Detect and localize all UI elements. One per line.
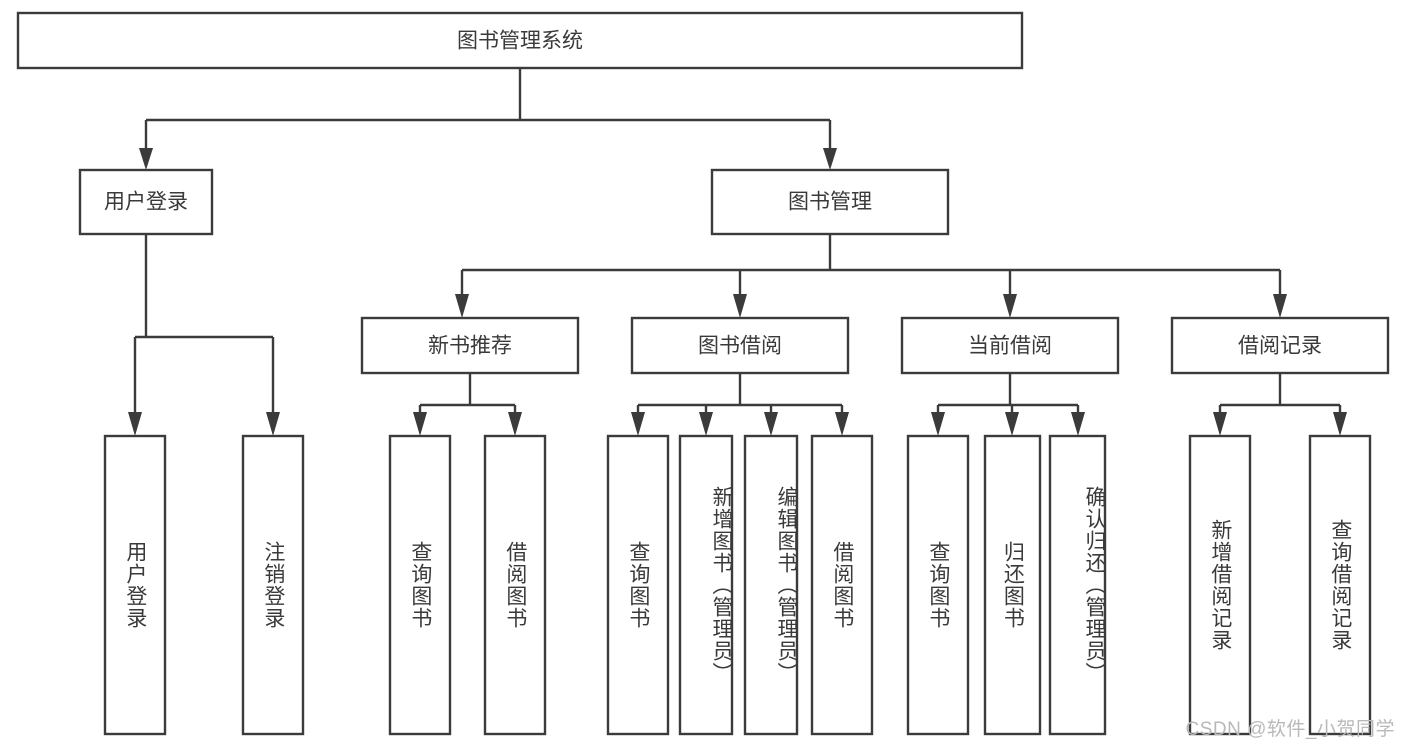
node-borrow-record-label: 借阅记录 — [1238, 335, 1322, 358]
arrow-head-leaf-query-book-2 — [631, 412, 645, 436]
arrow-head-leaf-user-login — [128, 412, 142, 436]
leaf-box-return-book[interactable] — [983, 434, 1042, 736]
arrow-head-user-login — [139, 148, 153, 170]
leaf-box-edit-book[interactable] — [743, 434, 799, 736]
arrow-head-borrow-record — [1273, 294, 1287, 318]
arrow-head-book-borrow — [733, 294, 747, 318]
arrow-head-current-borrow — [1003, 294, 1017, 318]
connector-group-user-login — [128, 234, 280, 436]
node-book-borrow-label: 图书借阅 — [698, 335, 782, 358]
node-current-borrow-label: 当前借阅 — [968, 335, 1052, 358]
leaf-box-add-record[interactable] — [1188, 434, 1252, 736]
connector-group-book-mgmt — [455, 234, 1287, 318]
arrow-head-leaf-borrow-book-1 — [508, 412, 522, 436]
node-book-borrow-box[interactable] — [630, 316, 850, 375]
arrow-head-leaf-query-book-1 — [413, 412, 427, 436]
arrow-head-leaf-borrow-book-2 — [835, 412, 849, 436]
leaf-boxes — [103, 434, 1372, 736]
arrow-head-leaf-edit-book — [764, 412, 778, 436]
arrow-head-leaf-add-record — [1213, 412, 1227, 436]
node-user-login-label: 用户登录 — [104, 191, 188, 214]
arrow-head-leaf-query-record — [1333, 412, 1347, 436]
connector-group-borrow-record — [1213, 373, 1347, 436]
node-user-login[interactable]: 用户登录 — [78, 168, 214, 236]
connector-group-root — [139, 68, 837, 170]
node-current-borrow[interactable]: 当前借阅 — [900, 316, 1120, 375]
arrow-head-book-mgmt — [823, 148, 837, 170]
leaf-box-logout[interactable] — [241, 434, 305, 736]
connector-group-current-borrow — [931, 373, 1085, 436]
arrow-head-leaf-add-book — [699, 412, 713, 436]
leaf-box-user-login[interactable] — [103, 434, 167, 736]
arrow-head-leaf-confirm-return — [1071, 412, 1085, 436]
leaf-box-query-book-1[interactable] — [388, 434, 452, 736]
leaf-box-borrow-book-1[interactable] — [483, 434, 547, 736]
node-user-login-box[interactable] — [78, 168, 214, 236]
node-current-borrow-box[interactable] — [900, 316, 1120, 375]
connector-group-new-book-rec — [413, 373, 522, 436]
node-borrow-record[interactable]: 借阅记录 — [1170, 316, 1390, 375]
leaf-box-query-record[interactable] — [1308, 434, 1372, 736]
node-book-management[interactable]: 图书管理 — [710, 168, 950, 236]
node-book-management-box[interactable] — [710, 168, 950, 236]
leaf-box-confirm-return[interactable] — [1048, 434, 1107, 736]
leaf-box-add-book[interactable] — [678, 434, 734, 736]
node-book-borrow[interactable]: 图书借阅 — [630, 316, 850, 375]
leaf-box-borrow-book-2[interactable] — [810, 434, 874, 736]
arrow-head-leaf-logout — [266, 412, 280, 436]
node-new-book-recommend[interactable]: 新书推荐 — [360, 316, 580, 375]
node-root-label: 图书管理系统 — [457, 30, 583, 53]
leaf-box-query-book-2[interactable] — [606, 434, 670, 736]
node-root[interactable]: 图书管理系统 — [16, 11, 1024, 70]
node-book-management-label: 图书管理 — [788, 191, 872, 214]
node-root-box[interactable] — [16, 11, 1024, 70]
leaf-box-query-book-3[interactable] — [906, 434, 970, 736]
node-new-book-recommend-box[interactable] — [360, 316, 580, 375]
csdn-watermark: CSDN @软件_小贺同学 — [1185, 719, 1395, 740]
node-new-book-recommend-label: 新书推荐 — [428, 335, 512, 358]
node-borrow-record-box[interactable] — [1170, 316, 1390, 375]
connector-group-book-borrow — [631, 373, 849, 436]
arrow-head-leaf-return-book — [1005, 412, 1019, 436]
arrow-head-new-book-rec — [455, 294, 469, 318]
arrow-head-leaf-query-book-3 — [931, 412, 945, 436]
